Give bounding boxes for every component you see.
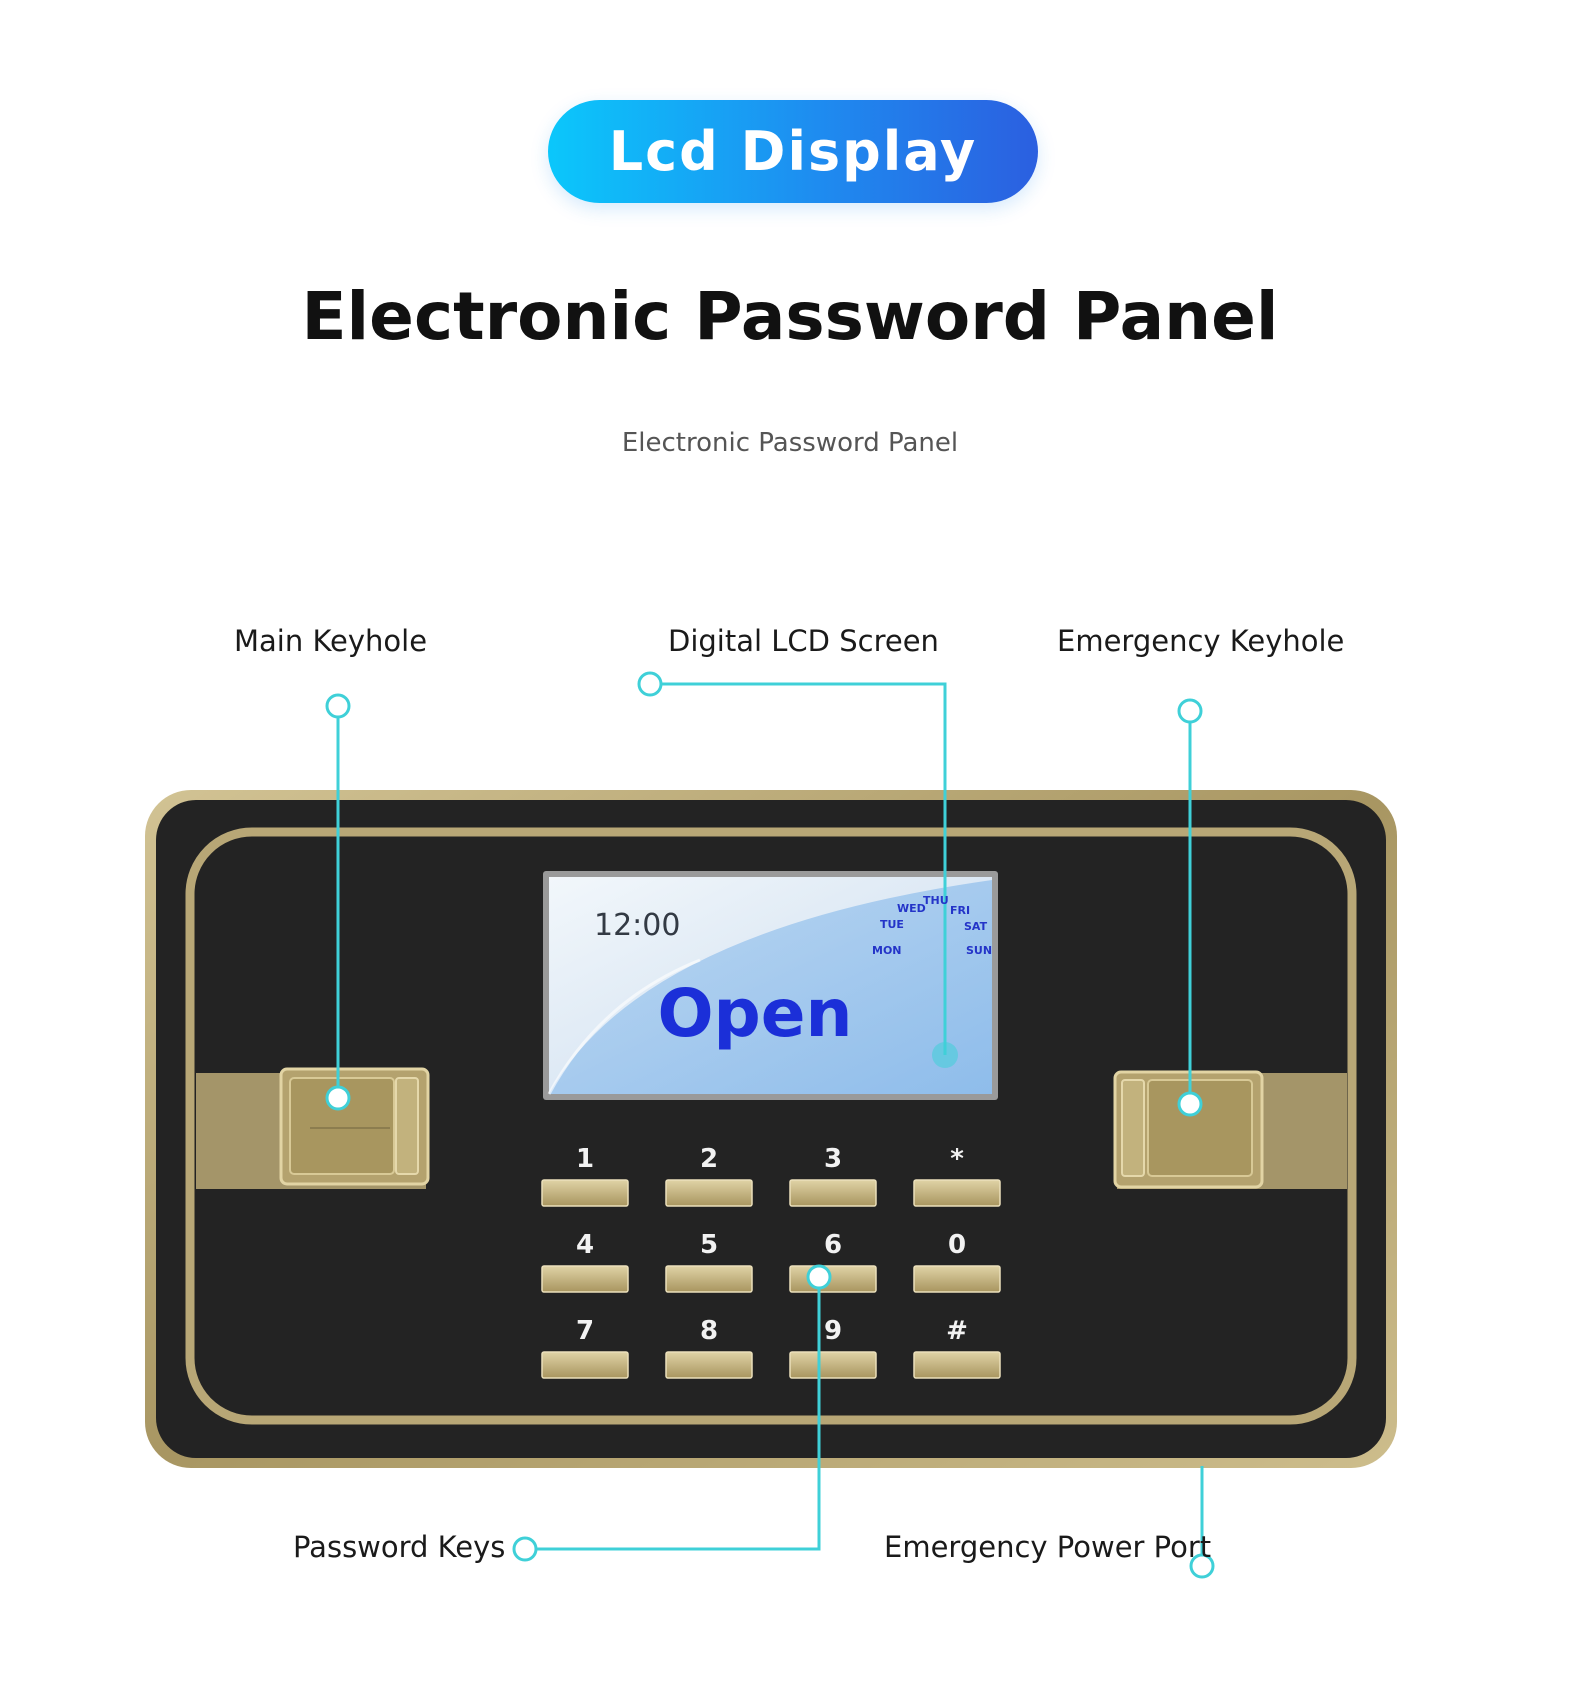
password-keys-leader (536, 1277, 821, 1551)
key-8[interactable]: 8 (699, 1316, 719, 1346)
main-keyhole-cover (279, 1067, 430, 1186)
lcd-status: Open (657, 975, 853, 1052)
key-1[interactable]: 1 (575, 1144, 595, 1174)
key-3[interactable]: 3 (823, 1144, 843, 1174)
callout-password-keys: Password Keys (293, 1530, 506, 1564)
lcd-day-fri: FRI (950, 904, 971, 917)
key-bars-row-3 (541, 1351, 1001, 1379)
page-subtitle: Electronic Password Panel (621, 428, 959, 458)
panel-inner-ring (185, 827, 1357, 1425)
lcd-day-mon: MON (872, 944, 902, 957)
key-star[interactable]: * (950, 1144, 964, 1174)
password-keys-dot-top (806, 1264, 832, 1290)
emergency-keyhole-dot-bottom (1177, 1091, 1203, 1117)
lcd-day-thu: THU (923, 894, 949, 907)
lcd-screen-leader (650, 682, 947, 1055)
password-keys-dot-left (512, 1536, 538, 1562)
callout-emergency-keyhole: Emergency Keyhole (1057, 624, 1345, 658)
key-2[interactable]: 2 (699, 1144, 719, 1174)
lcd-display-badge: Lcd Display (548, 100, 1038, 203)
lcd-day-tue: TUE (880, 918, 904, 931)
panel-black-base (156, 800, 1386, 1458)
emergency-keyhole-cover (1113, 1070, 1264, 1189)
lcd-time: 12:00 (594, 908, 681, 943)
callout-main-keyhole: Main Keyhole (234, 624, 428, 658)
callout-markers (325, 671, 1215, 1579)
key-hash[interactable]: # (946, 1316, 968, 1346)
key-7[interactable]: 7 (575, 1316, 595, 1346)
key-4[interactable]: 4 (575, 1230, 595, 1260)
callout-lcd-screen: Digital LCD Screen (668, 624, 939, 658)
key-9[interactable]: 9 (823, 1316, 843, 1346)
key-5[interactable]: 5 (699, 1230, 719, 1260)
key-bars-row-1 (541, 1179, 1001, 1207)
key-0[interactable]: 0 (947, 1230, 967, 1260)
lcd-screen-dot-end (932, 1042, 958, 1068)
power-port-dot-bottom (1189, 1553, 1215, 1579)
page-title: Electronic Password Panel (301, 278, 1279, 355)
callout-power-port: Emergency Power Port (884, 1530, 1212, 1564)
lcd-screen-dot-left (637, 671, 663, 697)
callout-lines (336, 682, 1204, 1566)
lcd-day-sat: SAT (964, 920, 988, 933)
lcd-screen (543, 871, 998, 1100)
lcd-day-wed: WED (897, 902, 926, 915)
key-6[interactable]: 6 (823, 1230, 843, 1260)
emergency-keyhole-dot-top (1177, 698, 1203, 724)
main-keyhole-dot-bottom (325, 1085, 351, 1111)
lcd-day-sun: SUN (966, 944, 993, 957)
main-keyhole-dot-top (325, 693, 351, 719)
